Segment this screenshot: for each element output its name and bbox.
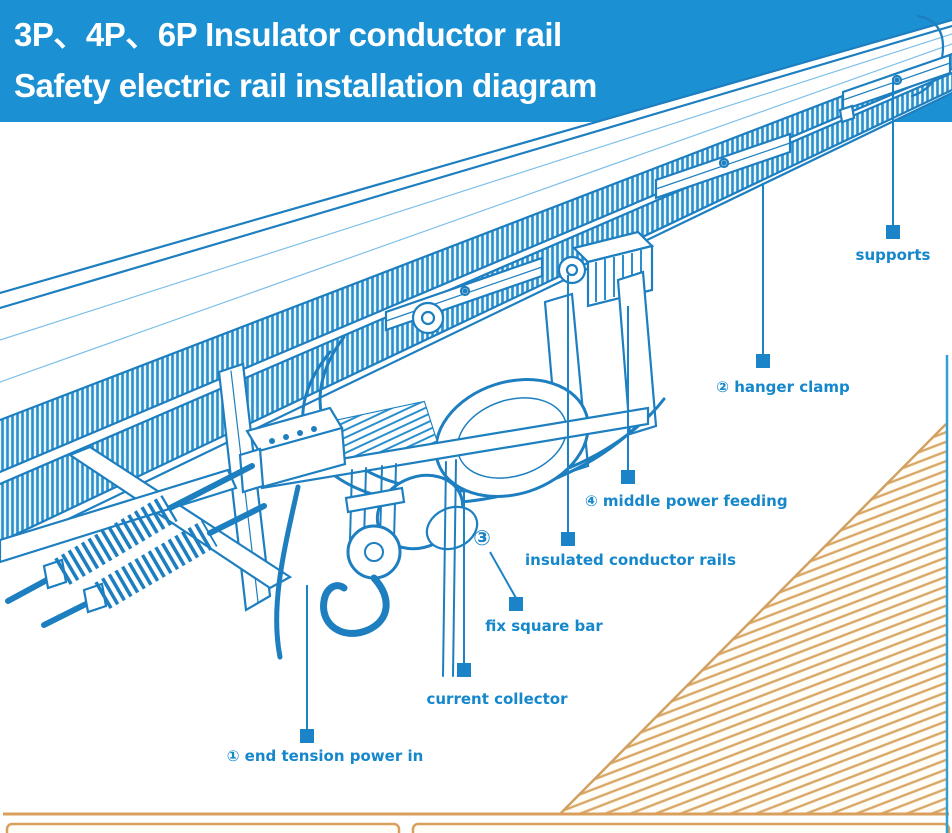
hanger-clamp-bracket [654,132,792,200]
support-bracket-right [838,53,952,124]
title-line-1: 3P、4P、6P Insulator conductor rail [14,16,562,53]
supports-leader [886,78,900,239]
bottom-panel-left [5,822,401,833]
label-current-collector: current collector [426,690,568,708]
hanger-clamp-leader [756,183,770,368]
beam-edge-lines [0,18,952,554]
title-line-2: Safety electric rail installation diagra… [14,67,597,104]
label-insulated-conductor-rails: insulated conductor rails [525,551,737,569]
beam-detail-lines [0,33,952,383]
hook-spreader [344,486,406,514]
current-collector-leader [457,490,471,677]
label-fix-square-bar: fix square bar [485,617,603,635]
bottom-panel-right [411,822,951,833]
tension-cross-bars [0,445,293,590]
end-power-in-box [238,406,347,494]
label-supports: supports [855,246,931,264]
title-banner: 3P、4P、6P Insulator conductor rail Safety… [0,0,952,122]
label-fix-square-bar-marker: ③ [473,526,491,550]
fix-square-bar-leader [489,551,523,611]
end-tension-power-in-leader [300,585,314,743]
hoist-assembly [0,255,666,677]
label-hanger-clamp: ② hanger clamp [716,378,850,396]
tension-springs [5,463,267,628]
callout-leaders [300,78,900,743]
hook-block [320,524,402,637]
power-cable [274,484,301,660]
middle-power-feeding-leader [621,306,635,484]
label-end-tension-power-in: ① end tension power in [226,747,424,765]
insulated-conductor-rails-leader [561,275,575,546]
hook-icon [320,574,390,637]
label-middle-power-feeding: ④ middle power feeding [585,492,788,510]
wall-hatch-triangle [559,423,947,815]
